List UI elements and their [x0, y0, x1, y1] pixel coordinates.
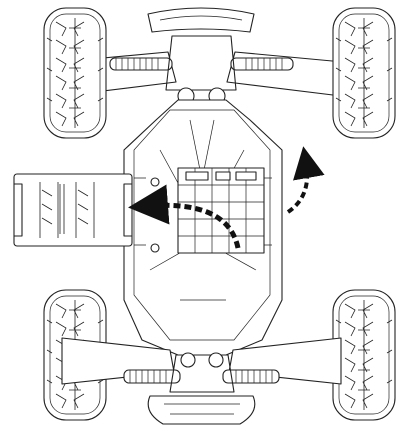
front-bumper	[147, 7, 255, 33]
battery-cover-plate	[177, 167, 265, 254]
front-left-wheel	[43, 7, 107, 139]
curved-dashed-arrow-icon	[286, 146, 325, 214]
rear-suspension	[61, 337, 342, 393]
front-right-wheel	[332, 7, 396, 139]
front-right-shock	[230, 57, 294, 71]
front-left-shock	[109, 57, 173, 71]
rear-right-shock	[222, 369, 280, 384]
rear-right-wheel	[332, 289, 396, 421]
lift-arrow	[286, 146, 325, 214]
removed-cover-panel	[13, 173, 133, 247]
rear-bumper	[147, 395, 256, 425]
slide-out-arrow	[128, 184, 241, 249]
curved-dashed-arrow-icon	[128, 184, 241, 249]
